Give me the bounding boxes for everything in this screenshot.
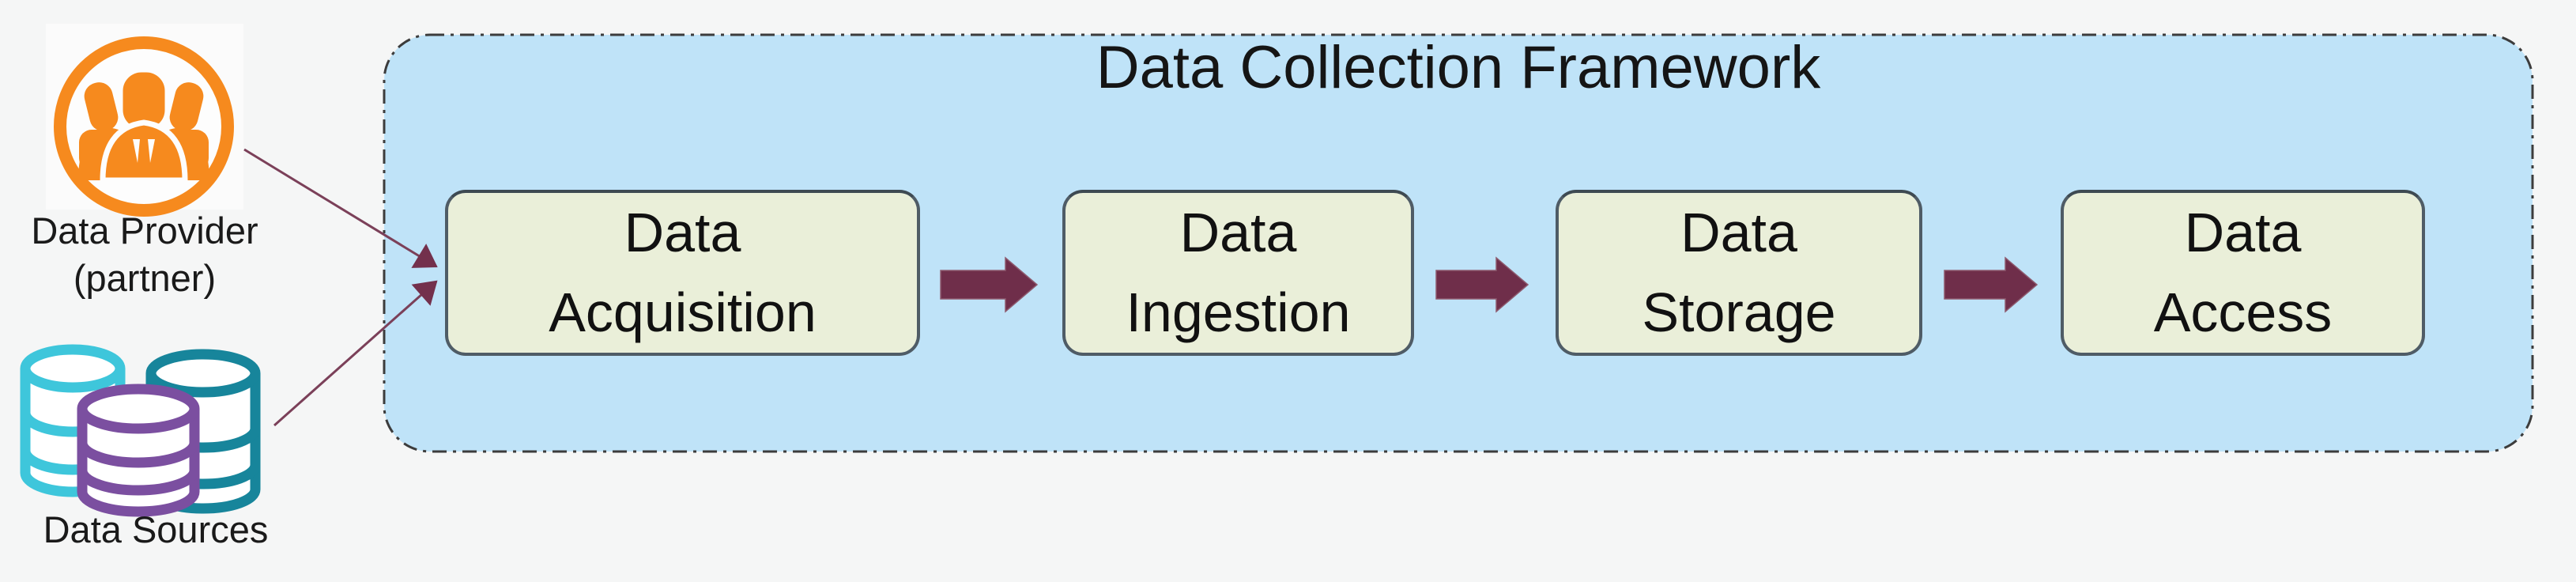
step-label-line: Data — [624, 202, 741, 264]
step-data-acquisition: Data Acquisition — [445, 190, 920, 356]
step-label-line: Storage — [1642, 282, 1836, 343]
step-label-line: Access — [2153, 282, 2333, 343]
database-cylinders-icon — [20, 344, 261, 517]
data-sources-label-line: Data Sources — [43, 508, 269, 550]
flow-arrow-3 — [1944, 256, 2039, 313]
step-data-storage: Data Storage — [1556, 190, 1922, 356]
step-data-access: Data Access — [2061, 190, 2425, 356]
flow-arrow-1 — [940, 256, 1039, 313]
data-provider-label: Data Provider (partner) — [0, 207, 289, 301]
framework-container — [383, 33, 2534, 453]
database-purple — [77, 384, 200, 517]
provider-icon-collar — [133, 139, 155, 163]
input-connectors — [243, 148, 438, 427]
step-label-line: Data — [1179, 202, 1297, 264]
framework-title: Data Collection Framework — [1096, 34, 1821, 101]
flow-arrows — [940, 256, 2039, 313]
step-label-line: Ingestion — [1126, 282, 1351, 343]
connector-provider-to-acquisition — [243, 148, 438, 268]
people-group-icon — [46, 24, 243, 217]
step-label-line: Data — [1680, 202, 1797, 264]
connector-sources-to-acquisition — [273, 280, 438, 427]
flow-arrow-2 — [1435, 256, 1529, 313]
step-label-line: Acquisition — [549, 282, 817, 343]
step-label-line: Data — [2184, 202, 2302, 264]
data-provider-label-line: Data Provider — [31, 210, 258, 251]
step-data-ingestion: Data Ingestion — [1062, 190, 1414, 356]
data-provider-label-line: (partner) — [73, 256, 217, 299]
provider-icon-people — [78, 66, 209, 183]
data-sources-label: Data Sources — [0, 506, 311, 554]
